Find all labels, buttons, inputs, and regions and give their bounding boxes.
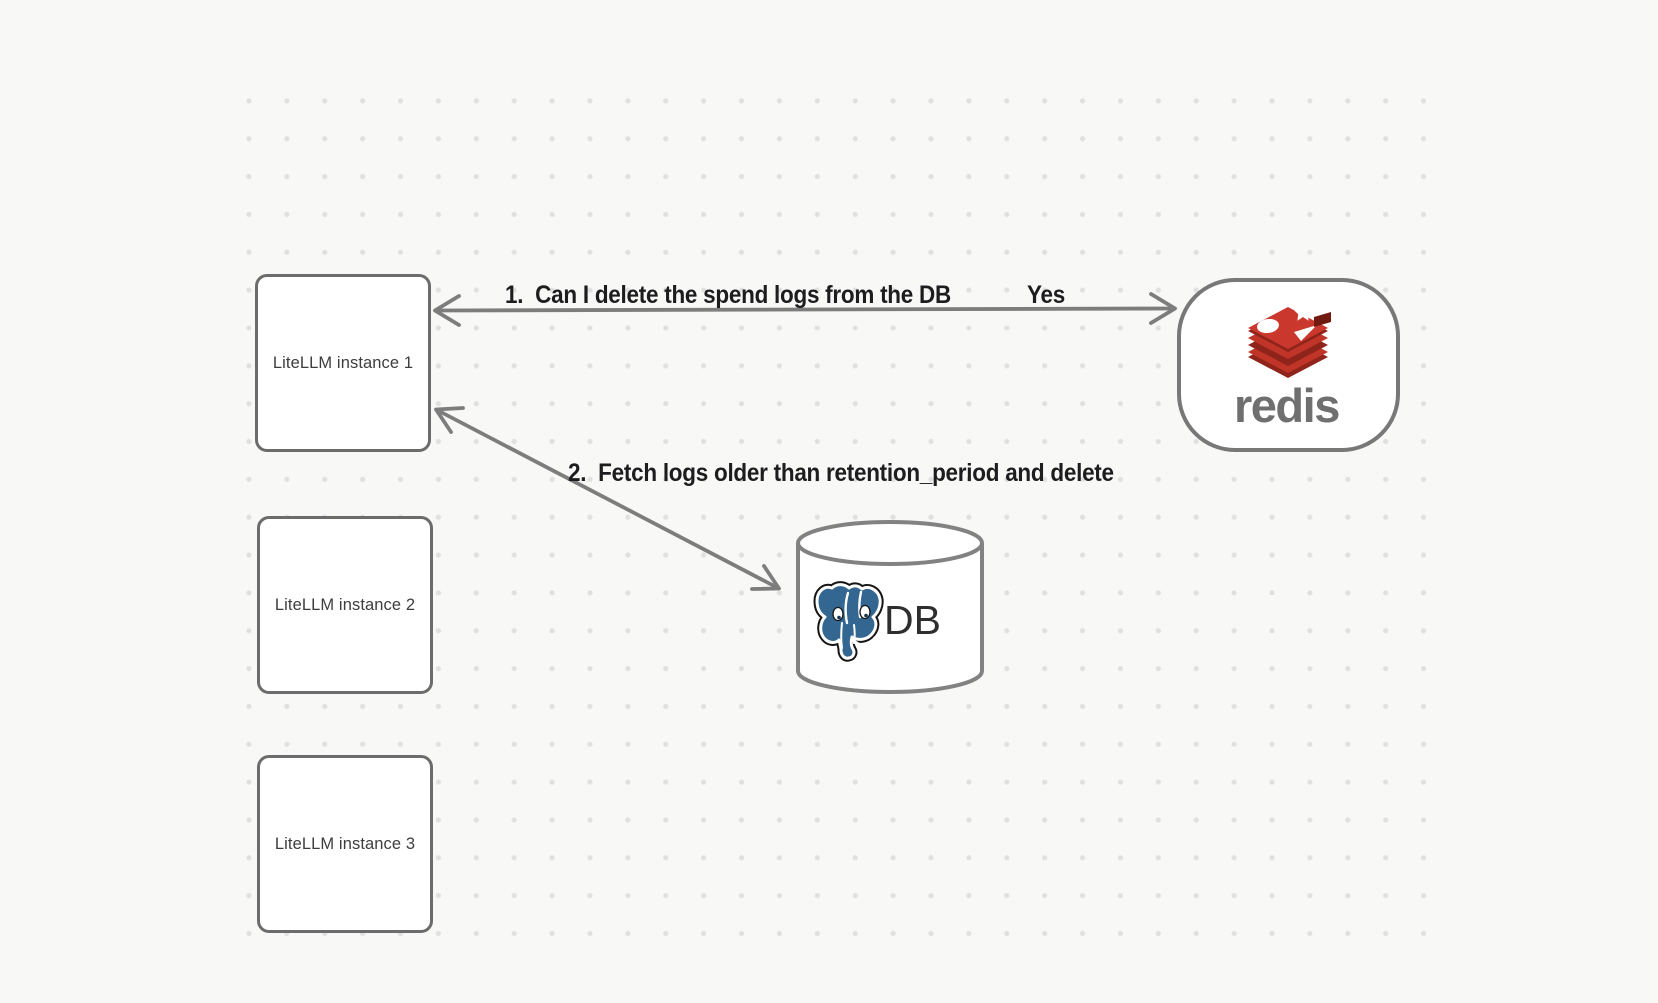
arrow-1-response-label: Yes [1027, 281, 1065, 309]
litellm-instance-2-node[interactable]: LiteLLM instance 2 [257, 516, 433, 694]
litellm-instance-1-label: LiteLLM instance 1 [272, 353, 414, 372]
litellm-instance-1-node[interactable]: LiteLLM instance 1 [255, 274, 431, 452]
litellm-instance-3-label: LiteLLM instance 3 [274, 834, 416, 853]
litellm-instance-3-node[interactable]: LiteLLM instance 3 [257, 755, 433, 933]
arrow-2-label: 2. Fetch logs older than retention_perio… [568, 459, 1114, 487]
redis-wordmark: redis [1234, 379, 1340, 432]
litellm-instance-2-label: LiteLLM instance 2 [274, 595, 416, 614]
arrow-1-label: 1. Can I delete the spend logs from the … [505, 281, 951, 309]
db-label: DB [884, 597, 941, 643]
